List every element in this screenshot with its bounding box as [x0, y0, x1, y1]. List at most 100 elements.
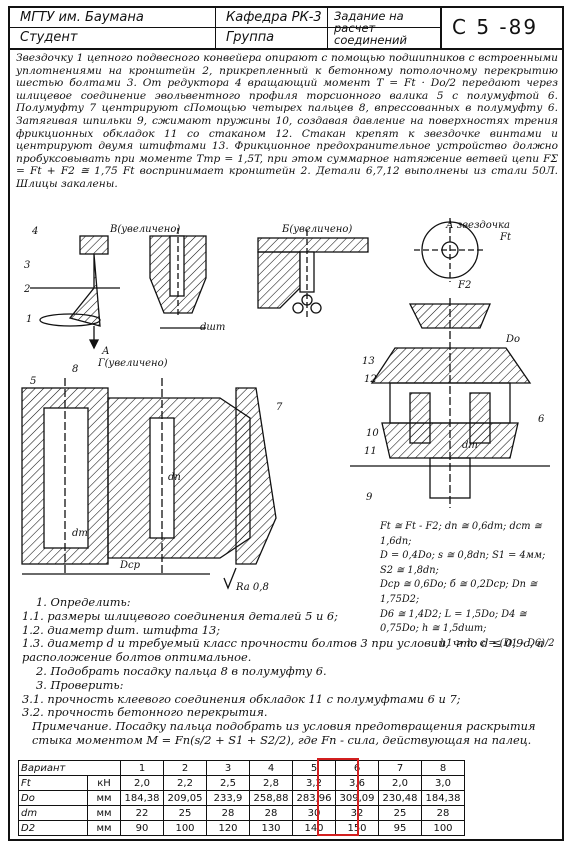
table-cell: 95: [378, 820, 422, 836]
table-cell: 258,88: [249, 790, 293, 806]
detail-b-view: [149, 228, 207, 329]
param-unit: мм: [87, 820, 121, 836]
sprocket-detail-view: [30, 235, 120, 350]
table-row: Ft кН 2,0 2,2 2,5 2,8 3,2 3,6 2,0 3,0: [18, 775, 465, 791]
table-cell: 22: [120, 805, 164, 821]
force-f2-label: F2: [457, 280, 471, 291]
task-1-3: 1.3. диаметр d и требуемый класс прочнос…: [22, 636, 544, 665]
table-cell: 130: [249, 820, 293, 836]
table-cell: 2,8: [249, 775, 293, 791]
table-header-row: Вариант 1 2 3 4 5 6 7 8: [18, 760, 465, 776]
title-block: МГТУ им. Баумана Студент Кафедра РК-3 Гр…: [10, 8, 562, 50]
table-cell: 100: [163, 820, 207, 836]
coupling-cross-section: [21, 378, 277, 590]
view-b-label: В(увеличено): [109, 224, 180, 235]
part-num-6: 6: [538, 414, 545, 425]
param-unit: кН: [87, 775, 121, 791]
task-title: Задание на расчет соединений: [334, 9, 407, 47]
table-cell: 2,2: [163, 775, 207, 791]
assignment-sheet: МГТУ им. Баумана Студент Кафедра РК-3 Гр…: [8, 6, 564, 841]
table-cell: 184,38: [421, 790, 465, 806]
table-cell: 28: [421, 805, 465, 821]
table-cell: 233,9: [206, 790, 250, 806]
part-num-5: 5: [30, 376, 36, 387]
variant-number: 4: [249, 760, 293, 776]
table-cell: 2,0: [120, 775, 164, 791]
task-list: 1. Определить: 1.1. размеры шлицевого со…: [22, 595, 560, 748]
table-row: dm мм 22 25 28 28 30 32 25 28: [18, 805, 465, 821]
table-header-label: Вариант: [18, 760, 121, 776]
view-a-sprocket: [414, 218, 486, 282]
dim-d0-label: Dо: [505, 334, 520, 345]
task-2: 2. Подобрать посадку пальца 8 в полумуфт…: [36, 663, 327, 678]
table-row: Dо мм 184,38 209,05 233,9 258,88 283,96 …: [18, 790, 465, 806]
param-name: Dо: [18, 790, 88, 806]
dim-dcp-label: Dср: [119, 560, 141, 571]
part-num-11: 11: [364, 446, 377, 457]
variant-number: 3: [206, 760, 250, 776]
part-num-1: 1: [26, 314, 32, 325]
param-name: D2: [18, 820, 88, 836]
dim-dsh-label: dшт: [200, 322, 225, 333]
part-num-4: 4: [31, 226, 38, 237]
task-note: Примечание. Посадку пальца подобрать из …: [32, 719, 536, 747]
table-cell: 28: [206, 805, 250, 821]
task-1-1: 1.1. размеры шлицевого соединения детале…: [22, 608, 339, 623]
formula-line: h1 > h; c = (D1 - D6)/2: [440, 637, 555, 649]
selected-variant-highlight: [317, 758, 359, 836]
view-b2-label: Б(увеличено): [281, 224, 352, 235]
table-cell: 25: [163, 805, 207, 821]
task-3: 3. Проверить:: [36, 677, 124, 692]
table-cell: 120: [206, 820, 250, 836]
variant-number: 8: [421, 760, 465, 776]
table-cell: 184,38: [120, 790, 164, 806]
table-row: D2 мм 90 100 120 130 140 150 95 100: [18, 820, 465, 836]
task-3-2: 3.2. прочность бетонного перекрытия.: [22, 705, 268, 720]
assembly-drawing: А звездочка В(увеличено) Б(увеличено) Г(…: [21, 218, 550, 593]
part-num-10: 10: [366, 428, 379, 439]
dim-dm-right-label: dm: [462, 440, 478, 451]
param-name: dm: [18, 805, 88, 821]
table-cell: 230,48: [378, 790, 422, 806]
variant-number: 1: [120, 760, 164, 776]
variant-code: С 5 -89: [452, 15, 539, 39]
force-ft-label: Ft: [499, 232, 512, 243]
formula-line: D6 ≅ 1,4D2; L = 1,5Dо; D4 ≅ 0,75Dо; h ≅ …: [380, 608, 527, 635]
table-cell: 2,0: [378, 775, 422, 791]
department: Кафедра РК-3: [226, 10, 322, 25]
view-g-label: Г(увеличено): [97, 358, 168, 369]
part-num-13: 13: [362, 356, 375, 367]
task-1-2: 1.2. диаметр dшт. штифта 13;: [22, 622, 221, 637]
org-name: МГТУ им. Баумана: [20, 10, 144, 25]
student-label: Студент: [20, 30, 78, 45]
view-a-label: А звездочка: [445, 220, 510, 231]
formulas-block: Ft ≅ Ft - F2; dп ≅ 0,6dm; dcm ≅ 1,6dп; D…: [380, 520, 560, 651]
table-cell: 28: [249, 805, 293, 821]
table-cell: 25: [378, 805, 422, 821]
dim-dm-left-label: dm: [72, 528, 88, 539]
main-cross-section: [350, 298, 550, 508]
dim-dn-label: dп: [168, 472, 181, 483]
task-1: 1. Определить:: [36, 595, 131, 609]
detail-bolt-view: [257, 230, 369, 318]
table-cell: 2,5: [206, 775, 250, 791]
table-cell: 100: [421, 820, 465, 836]
task-3-1: 3.1. прочность клеевого соединения обкла…: [22, 691, 461, 706]
part-num-3: 3: [24, 260, 30, 271]
variants-table: Вариант 1 2 3 4 5 6 7 8 Ft кН 2,0 2,2 2,…: [18, 760, 465, 836]
param-unit: мм: [87, 790, 121, 806]
part-num-9: 9: [366, 492, 373, 503]
part-num-2: 2: [23, 284, 30, 295]
part-num-8: 8: [72, 364, 78, 375]
arrow-a-label: А: [101, 346, 110, 357]
formula-line: Dср ≅ 0,6Dо; б ≅ 0,2Dср; Dп ≅ 1,75D2;: [380, 579, 538, 605]
formula-line: D = 0,4Dо; s ≅ 0,8dп; S1 = 4мм; S2 ≅ 1,8…: [380, 550, 546, 576]
param-name: Ft: [18, 775, 88, 791]
variant-number: 2: [163, 760, 207, 776]
param-unit: мм: [87, 805, 121, 821]
table-cell: 209,05: [163, 790, 207, 806]
formula-line: Ft ≅ Ft - F2; dп ≅ 0,6dm; dcm ≅ 1,6dп;: [380, 521, 542, 547]
variant-number: 7: [378, 760, 422, 776]
table-cell: 3,0: [421, 775, 465, 791]
part-num-12: 12: [364, 374, 377, 385]
